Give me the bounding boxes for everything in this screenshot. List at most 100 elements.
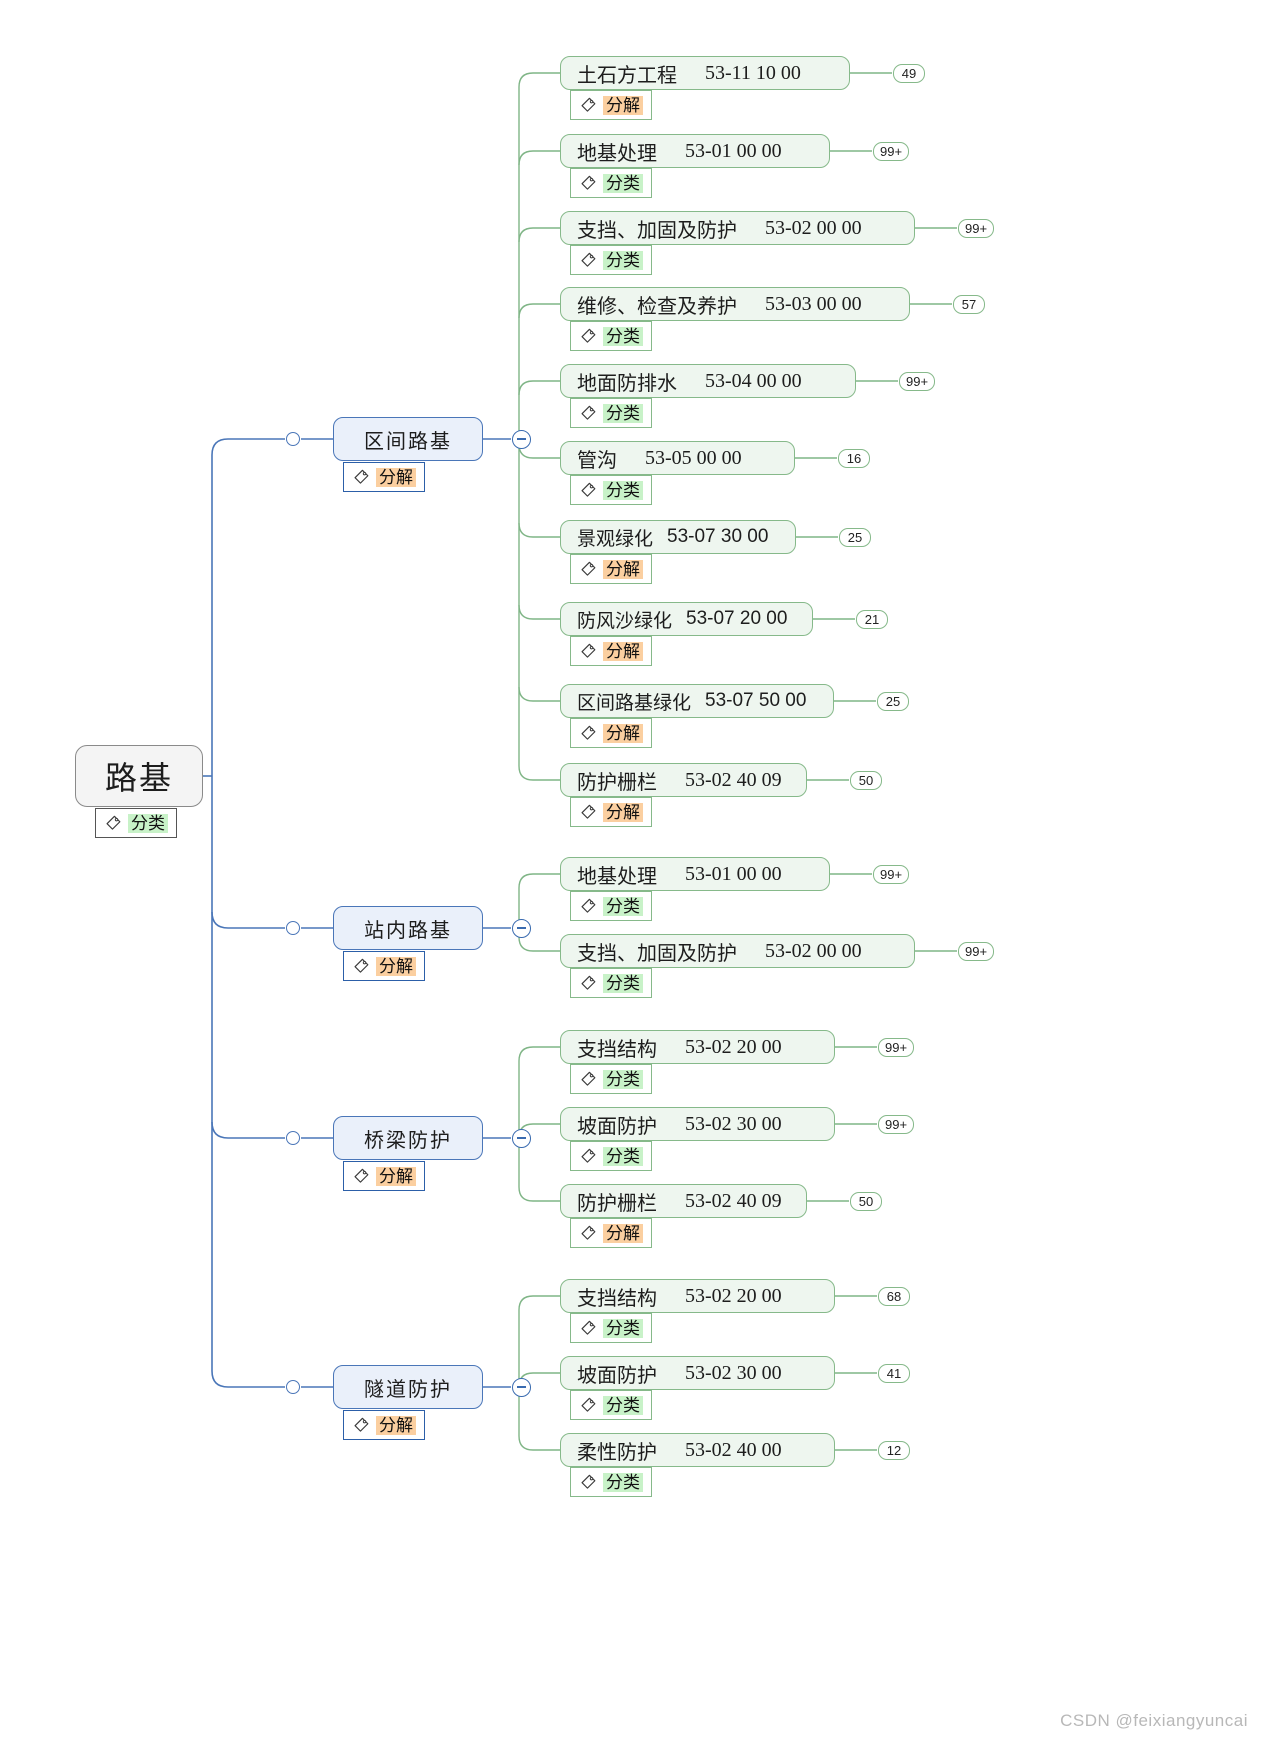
branch-node[interactable]: 隧道防护 [333,1365,483,1409]
collapse-toggle[interactable] [512,1128,531,1148]
leaf-node-tag[interactable]: 分解 [570,554,652,584]
leaf-node-code: 53-01 00 00 [685,139,782,162]
leaf-node-code: 53-11 10 00 [705,61,801,84]
watermark: CSDN @feixiangyuncai [1060,1711,1248,1730]
root-node[interactable]: 路基 [75,745,203,807]
tag-label: 分类 [603,1472,643,1492]
leaf-node-count-badge[interactable]: 25 [877,691,909,711]
leaf-node[interactable]: 支挡、加固及防护 53-02 00 00 [560,934,915,968]
leaf-node-count-badge[interactable]: 41 [878,1363,910,1383]
tag-label: 分解 [376,467,416,487]
tag-label: 分类 [603,973,643,993]
leaf-node-code: 53-02 40 00 [685,1438,782,1461]
leaf-node-tag[interactable]: 分类 [570,245,652,275]
minus-icon [517,927,526,929]
tag-label: 分类 [603,403,643,423]
leaf-node-count-badge[interactable]: 99+ [873,141,910,161]
leaf-node-tag[interactable]: 分解 [570,718,652,748]
leaf-node-count-badge[interactable]: 99+ [899,371,936,391]
root-node-label: 路基 [104,760,173,796]
leaf-node-title: 支挡、加固及防护 [577,219,737,242]
leaf-node-count-badge[interactable]: 99+ [958,941,995,961]
leaf-node-tag[interactable]: 分解 [570,797,652,827]
leaf-node-count-badge[interactable]: 99+ [958,218,995,238]
leaf-node-count-badge[interactable]: 12 [878,1440,910,1460]
minus-icon [517,1386,526,1388]
branch-connector-dot[interactable] [286,1380,300,1394]
leaf-node-tag[interactable]: 分类 [570,475,652,505]
root-node-tag[interactable]: 分类 [95,808,177,838]
leaf-node-tag[interactable]: 分类 [570,891,652,921]
leaf-node-tag[interactable]: 分类 [570,168,652,198]
collapse-toggle[interactable] [512,429,531,449]
branch-node-label: 区间路基 [364,430,452,453]
leaf-node-tag[interactable]: 分类 [570,1390,652,1420]
leaf-node-code: 53-02 00 00 [765,939,862,962]
leaf-node-count-badge[interactable]: 99+ [878,1037,915,1057]
leaf-node-count-badge[interactable]: 99+ [878,1114,915,1134]
leaf-node-title: 支挡、加固及防护 [577,942,737,965]
branch-connector-dot[interactable] [286,1131,300,1145]
leaf-node-count-badge[interactable]: 68 [878,1286,910,1306]
leaf-node-code: 53-07 30 00 [667,526,769,547]
leaf-node-count-badge[interactable]: 25 [839,527,871,547]
branch-node[interactable]: 站内路基 [333,906,483,950]
tag-label: 分类 [603,1146,643,1166]
leaf-node-title: 防风沙绿化 [577,610,673,632]
branch-node-label: 站内路基 [364,919,452,942]
branch-node-tag[interactable]: 分解 [343,462,425,492]
leaf-node-tag[interactable]: 分类 [570,1467,652,1497]
collapse-toggle[interactable] [512,1377,531,1397]
leaf-node-count-badge[interactable]: 16 [838,448,870,468]
leaf-node-count-badge[interactable]: 49 [893,63,925,83]
leaf-node[interactable]: 土石方工程 53-11 10 00 [560,56,850,90]
branch-node-tag[interactable]: 分解 [343,1161,425,1191]
leaf-node-title: 区间路基绿化 [577,692,692,714]
leaf-node-count-badge[interactable]: 50 [850,770,882,790]
leaf-node-tag[interactable]: 分解 [570,636,652,666]
tag-label: 分类 [603,173,643,193]
leaf-node-title: 土石方工程 [577,64,677,87]
leaf-node-tag[interactable]: 分解 [570,90,652,120]
leaf-node-count-badge[interactable]: 50 [850,1191,882,1211]
tag-label: 分类 [603,1395,643,1415]
tag-label: 分类 [603,250,643,270]
leaf-node-tag[interactable]: 分类 [570,321,652,351]
leaf-node-code: 53-02 30 00 [685,1112,782,1135]
tag-label: 分类 [603,896,643,916]
tag-label: 分类 [603,1069,643,1089]
leaf-node-tag[interactable]: 分类 [570,968,652,998]
leaf-node-code: 53-01 00 00 [685,862,782,885]
leaf-node-tag[interactable]: 分类 [570,1064,652,1094]
leaf-node-tag[interactable]: 分解 [570,1218,652,1248]
leaf-node-tag[interactable]: 分类 [570,398,652,428]
leaf-node-count-badge[interactable]: 57 [953,294,985,314]
branch-connector-dot[interactable] [286,432,300,446]
branch-node-tag[interactable]: 分解 [343,1410,425,1440]
leaf-node-tag[interactable]: 分类 [570,1141,652,1171]
branch-node-tag[interactable]: 分解 [343,951,425,981]
collapse-toggle[interactable] [512,918,531,938]
leaf-node-count-badge[interactable]: 99+ [873,864,910,884]
branch-connector-dot[interactable] [286,921,300,935]
leaf-node-count-badge[interactable]: 21 [856,609,888,629]
branch-node[interactable]: 桥梁防护 [333,1116,483,1160]
leaf-node-tag[interactable]: 分类 [570,1313,652,1343]
branch-node[interactable]: 区间路基 [333,417,483,461]
